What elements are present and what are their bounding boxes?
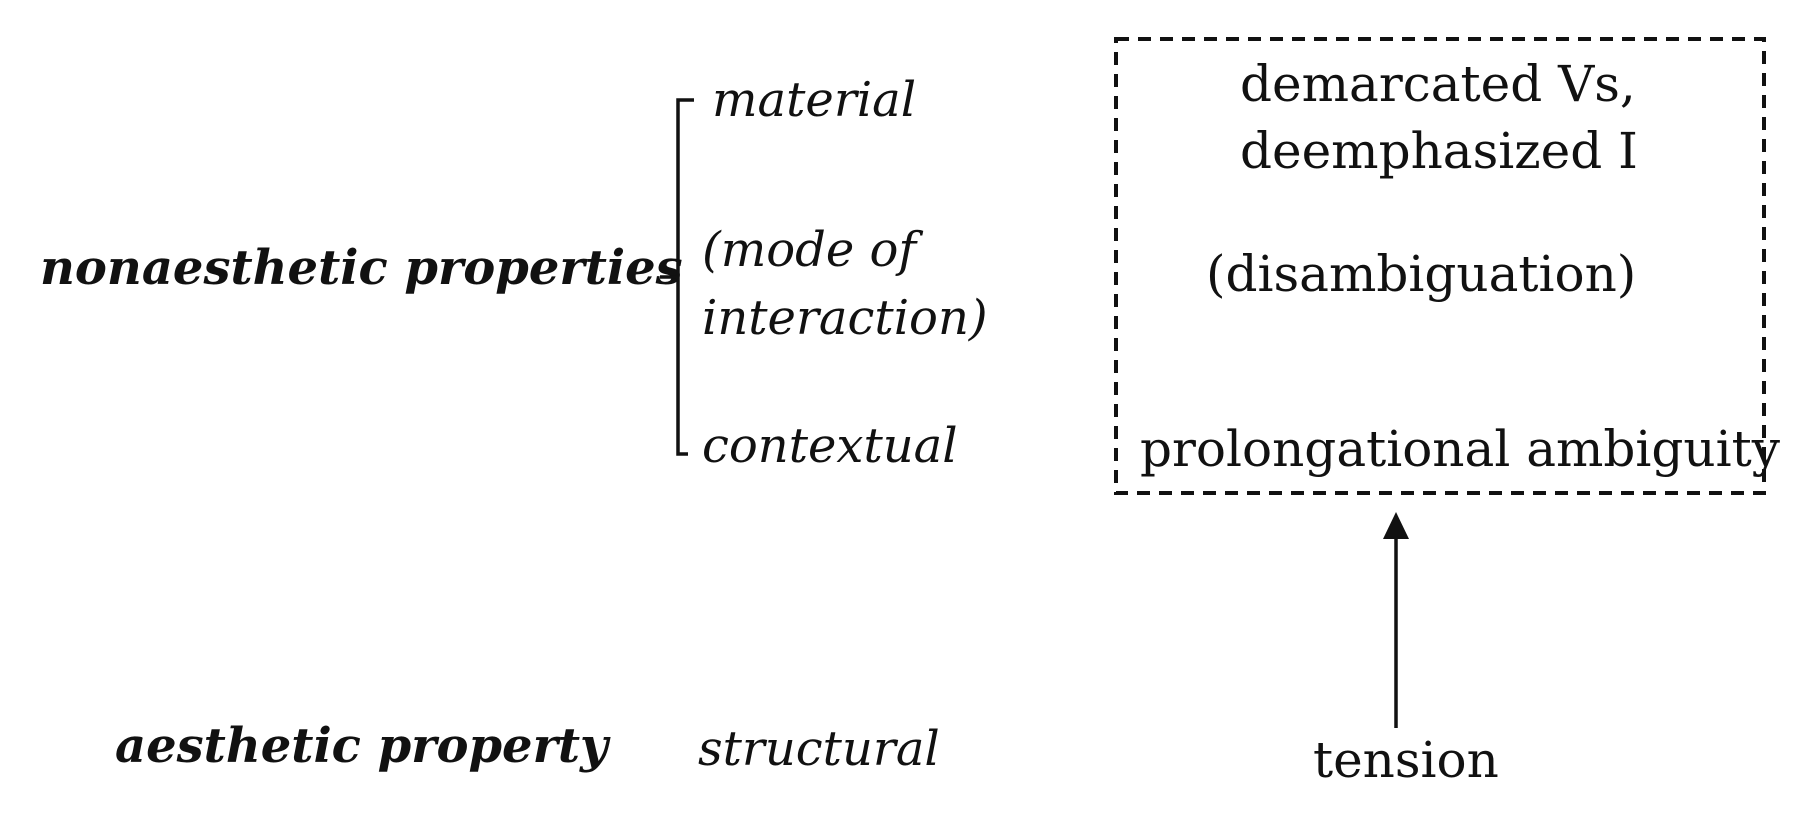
nonaesthetic-properties-label: nonaesthetic properties: [40, 240, 683, 296]
arrow-head: [1383, 512, 1409, 539]
mode-of-interaction-term-line1: (mode of: [702, 222, 917, 278]
curly-bracket: [660, 98, 694, 456]
material-term: material: [712, 72, 917, 128]
prolongational-ambiguity-text: prolongational ambiguity: [1140, 420, 1780, 478]
disambiguation-text: (disambiguation): [1206, 245, 1637, 303]
structural-term: structural: [698, 721, 940, 777]
tension-label: tension: [1313, 731, 1499, 789]
mode-of-interaction-term-line2: interaction): [702, 290, 988, 346]
aesthetic-property-label: aesthetic property: [115, 718, 608, 774]
contextual-term: contextual: [702, 418, 958, 474]
deemphasized-i-text: deemphasized I: [1240, 122, 1638, 180]
demarcated-vs-text: demarcated Vs,: [1240, 55, 1636, 113]
